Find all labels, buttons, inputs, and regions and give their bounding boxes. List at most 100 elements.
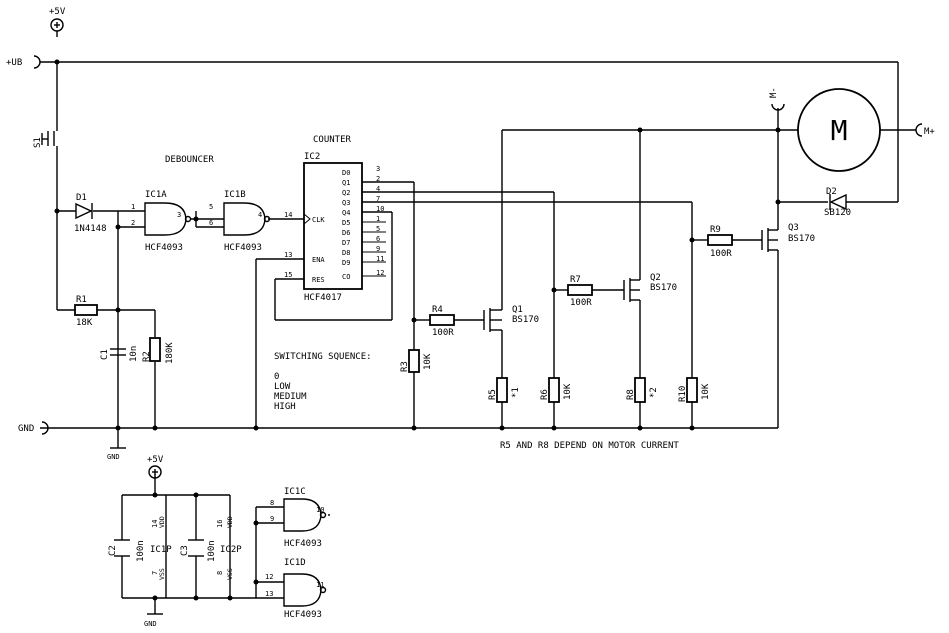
q2-part: BS170 [650,283,677,293]
ic2-ref: IC2 [304,152,320,162]
ic2-pin-name-d6: D6 [342,229,350,237]
gnd-symbol-bottom: GND [144,613,163,628]
diode-d1: D1 1N4148 [74,193,107,234]
ic2-power-pins: IC2P 16 VDD 8 VSS [216,516,242,580]
plus5v-terminal-bottom: +5V [147,455,164,479]
c3-ref: C3 [180,545,190,556]
d1-part: 1N4148 [74,224,107,234]
c3-value: 100n [207,540,217,562]
r8-value: *2 [649,387,659,398]
ic2-pin-num-14: 14 [284,211,292,219]
ic1p-vss: VSS [158,568,166,580]
r8-ref: R8 [626,389,636,400]
resistor-r6: R6 10K [540,377,573,403]
d2-part: SB120 [824,208,851,218]
ic2-pin-num-2: 2 [376,175,380,183]
ic1p-ref: IC1P [150,545,172,555]
plus-ub-label: +UB [6,58,22,68]
r6-ref: R6 [540,389,550,400]
ic1a-part: HCF4093 [145,243,183,253]
ic2-pin-num-12: 12 [376,269,384,277]
c2-ref: C2 [108,545,118,556]
resistor-r10: R10 10K [678,377,711,403]
ic2-pin-name-ena: ENA [312,256,325,264]
m-plus-label: M+ [924,127,935,137]
r9-value: 100R [710,249,732,259]
r6-value: 10K [563,383,573,400]
plus5v-label: +5V [49,7,66,17]
r5-value: *1 [511,387,521,398]
ic1b-ref: IC1B [224,190,246,200]
d2-ref: D2 [826,187,837,197]
gate-ic1d: IC1D HCF4093 12 13 11 [265,558,327,620]
capacitor-c1: C1 10n [100,346,139,362]
ic1a-pin3: 3 [177,211,181,219]
ic2-pin-name-clk: CLK [312,216,325,224]
s1-label: S1 [33,137,43,148]
r4-ref: R4 [432,305,443,315]
debouncer-title: DEBOUNCER [165,155,214,165]
motor-symbol: M [831,114,848,147]
motor-current-note: R5 AND R8 DEPEND ON MOTOR CURRENT [500,441,679,451]
r4-value: 100R [432,328,454,338]
sequence-title: SWITCHING SQUENCE: [274,352,372,362]
ic1b-pin4: 4 [258,211,262,219]
ic2-pin-name-q2: Q2 [342,189,350,197]
r7-ref: R7 [570,275,581,285]
mosfet-q2: Q2 BS170 [623,273,677,302]
ic1a-pin1: 1 [131,203,135,211]
q2-ref: Q2 [650,273,661,283]
d1-ref: D1 [76,193,87,203]
wires [40,31,916,614]
ic1c-ref: IC1C [284,487,306,497]
r5-ref: R5 [488,389,498,400]
c2-value: 100n [136,540,146,562]
ic1d-pin11: 11 [316,581,324,589]
r7-value: 100R [570,298,592,308]
resistor-r8: R8 *2 [626,377,659,403]
mosfet-q3: Q3 BS170 [761,223,815,252]
sequence-step-1: LOW [274,382,291,392]
r10-ref: R10 [678,386,688,402]
gnd-label: GND [18,424,34,434]
ic2-pin-name-res: RES [312,276,325,284]
ic1p-vdd: VDD [158,516,166,528]
ic2-pin-name-d0: D0 [342,169,350,177]
ic2p-vss: VSS [226,568,234,580]
switching-sequence-note: SWITCHING SQUENCE: 0 LOW MEDIUM HIGH [274,352,372,412]
ic2-pin-num-1: 1 [376,215,380,223]
capacitor-c2: C2 100n [108,539,146,562]
ic1b-pin6: 6 [209,219,213,227]
q1-part: BS170 [512,315,539,325]
resistor-r4: R4 100R [429,305,455,338]
ic1d-pin13: 13 [265,590,273,598]
r1-ref: R1 [76,295,87,305]
resistor-r9: R9 100R [707,225,733,259]
ic2-pin-num-4: 4 [376,185,380,193]
resistor-r7: R7 100R [567,275,593,308]
c1-ref: C1 [100,349,110,360]
gate-ic1b: IC1B HCF4093 5 6 4 [209,190,271,253]
ic2p-vdd: VDD [226,516,234,528]
ic2-pin-name-q1: Q1 [342,179,350,187]
ic1c-pin8: 8 [270,499,274,507]
ic2-pin-name-co: CO [342,273,350,281]
ic2-pin-name-d8: D8 [342,249,350,257]
motor: M [797,88,881,172]
plus5v-terminal-top: +5V [49,7,66,32]
sequence-step-0: 0 [274,372,279,382]
ic2p-vss-pin: 8 [216,571,224,575]
ic2-pin-name-q3: Q3 [342,199,350,207]
ic2-pin-name-d9: D9 [342,259,350,267]
ic2-pin-num-10: 10 [376,205,384,213]
ic2p-vdd-pin: 16 [216,520,224,528]
sequence-step-3: HIGH [274,402,296,412]
q3-part: BS170 [788,234,815,244]
ic2-pin-name-d7: D7 [342,239,350,247]
c1-value: 10n [129,346,139,362]
gnd-symbol-label: GND [107,453,120,461]
r3-ref: R3 [400,361,410,372]
plus5v-label-bottom: +5V [147,455,164,465]
r2-value: 180K [165,342,175,364]
